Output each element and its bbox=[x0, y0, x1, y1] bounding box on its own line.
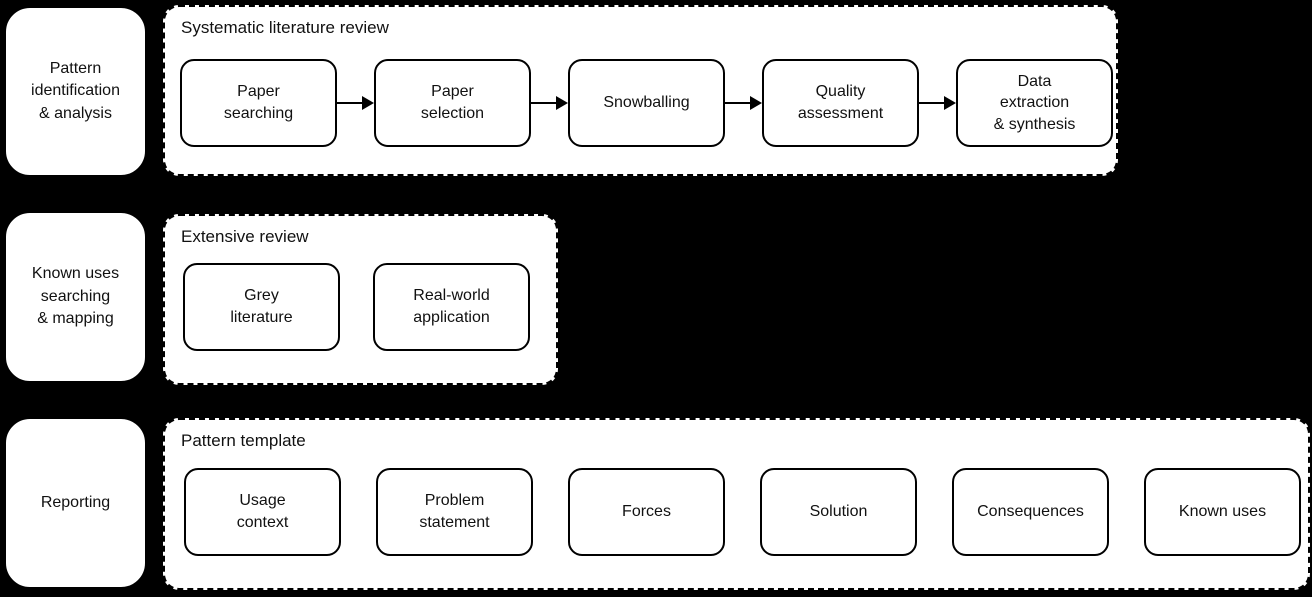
step-label: Data extraction & synthesis bbox=[993, 72, 1076, 133]
arrow-head bbox=[556, 96, 568, 110]
arrow-shaft bbox=[337, 102, 363, 104]
step-label: Solution bbox=[809, 503, 868, 521]
step-label: Paper selection bbox=[420, 83, 485, 122]
steps-row: Grey literature Real-world application bbox=[183, 263, 530, 351]
step-box-consequences: Consequences bbox=[952, 468, 1109, 556]
phase-box-known-uses-searching-mapping: Known uses searching & mapping bbox=[4, 211, 147, 383]
step-label: Consequences bbox=[977, 503, 1084, 521]
phase-box-pattern-identification-analysis: Pattern identification & analysis bbox=[4, 6, 147, 177]
step-box-problem-statement: Problem statement bbox=[376, 468, 533, 556]
phase-label: Known uses searching & mapping bbox=[31, 265, 120, 328]
steps-row: Paper searching Paper selection Snowball… bbox=[180, 59, 1113, 147]
step-label: Real-world application bbox=[413, 287, 490, 326]
step-box-paper-searching: Paper searching bbox=[180, 59, 337, 147]
phase-box-reporting: Reporting bbox=[4, 417, 147, 589]
steps-row: Usage context Problem statement Forces S… bbox=[184, 468, 1301, 556]
step-box-grey-literature: Grey literature bbox=[183, 263, 340, 351]
group-pattern-template: Pattern template Usage context Problem s… bbox=[163, 418, 1310, 590]
step-label: Snowballing bbox=[603, 94, 690, 112]
phase-label: Reporting bbox=[40, 493, 111, 511]
arrow-shaft bbox=[725, 102, 751, 104]
arrow-head bbox=[750, 96, 762, 110]
group-systematic-literature-review: Systematic literature review Paper searc… bbox=[163, 5, 1118, 176]
arrow-shaft bbox=[919, 102, 945, 104]
step-label: Grey literature bbox=[230, 287, 293, 326]
step-label: Known uses bbox=[1178, 503, 1267, 521]
step-label: Problem statement bbox=[419, 492, 490, 531]
arrow-head bbox=[362, 96, 374, 110]
step-box-known-uses: Known uses bbox=[1144, 468, 1301, 556]
flow-arrow-icon bbox=[337, 59, 374, 147]
group-extensive-review: Extensive review Grey literature Real-wo… bbox=[163, 214, 558, 385]
arrow-shaft bbox=[531, 102, 557, 104]
flow-arrow-icon bbox=[725, 59, 762, 147]
flow-arrow-icon bbox=[919, 59, 956, 147]
arrow-head bbox=[944, 96, 956, 110]
step-box-snowballing: Snowballing bbox=[568, 59, 725, 147]
group-title: Systematic literature review bbox=[181, 18, 389, 37]
step-label: Quality assessment bbox=[797, 83, 884, 122]
step-box-quality-assessment: Quality assessment bbox=[762, 59, 919, 147]
step-box-usage-context: Usage context bbox=[184, 468, 341, 556]
group-title: Pattern template bbox=[181, 431, 306, 450]
step-box-real-world-application: Real-world application bbox=[373, 263, 530, 351]
step-label: Forces bbox=[622, 503, 671, 521]
flow-arrow-icon bbox=[531, 59, 568, 147]
step-label: Usage context bbox=[236, 492, 289, 531]
step-label: Paper searching bbox=[223, 83, 294, 122]
step-box-solution: Solution bbox=[760, 468, 917, 556]
step-box-paper-selection: Paper selection bbox=[374, 59, 531, 147]
step-box-forces: Forces bbox=[568, 468, 725, 556]
step-box-data-extraction-synthesis: Data extraction & synthesis bbox=[956, 59, 1113, 147]
group-title: Extensive review bbox=[181, 227, 309, 246]
phase-label: Pattern identification & analysis bbox=[31, 59, 120, 122]
